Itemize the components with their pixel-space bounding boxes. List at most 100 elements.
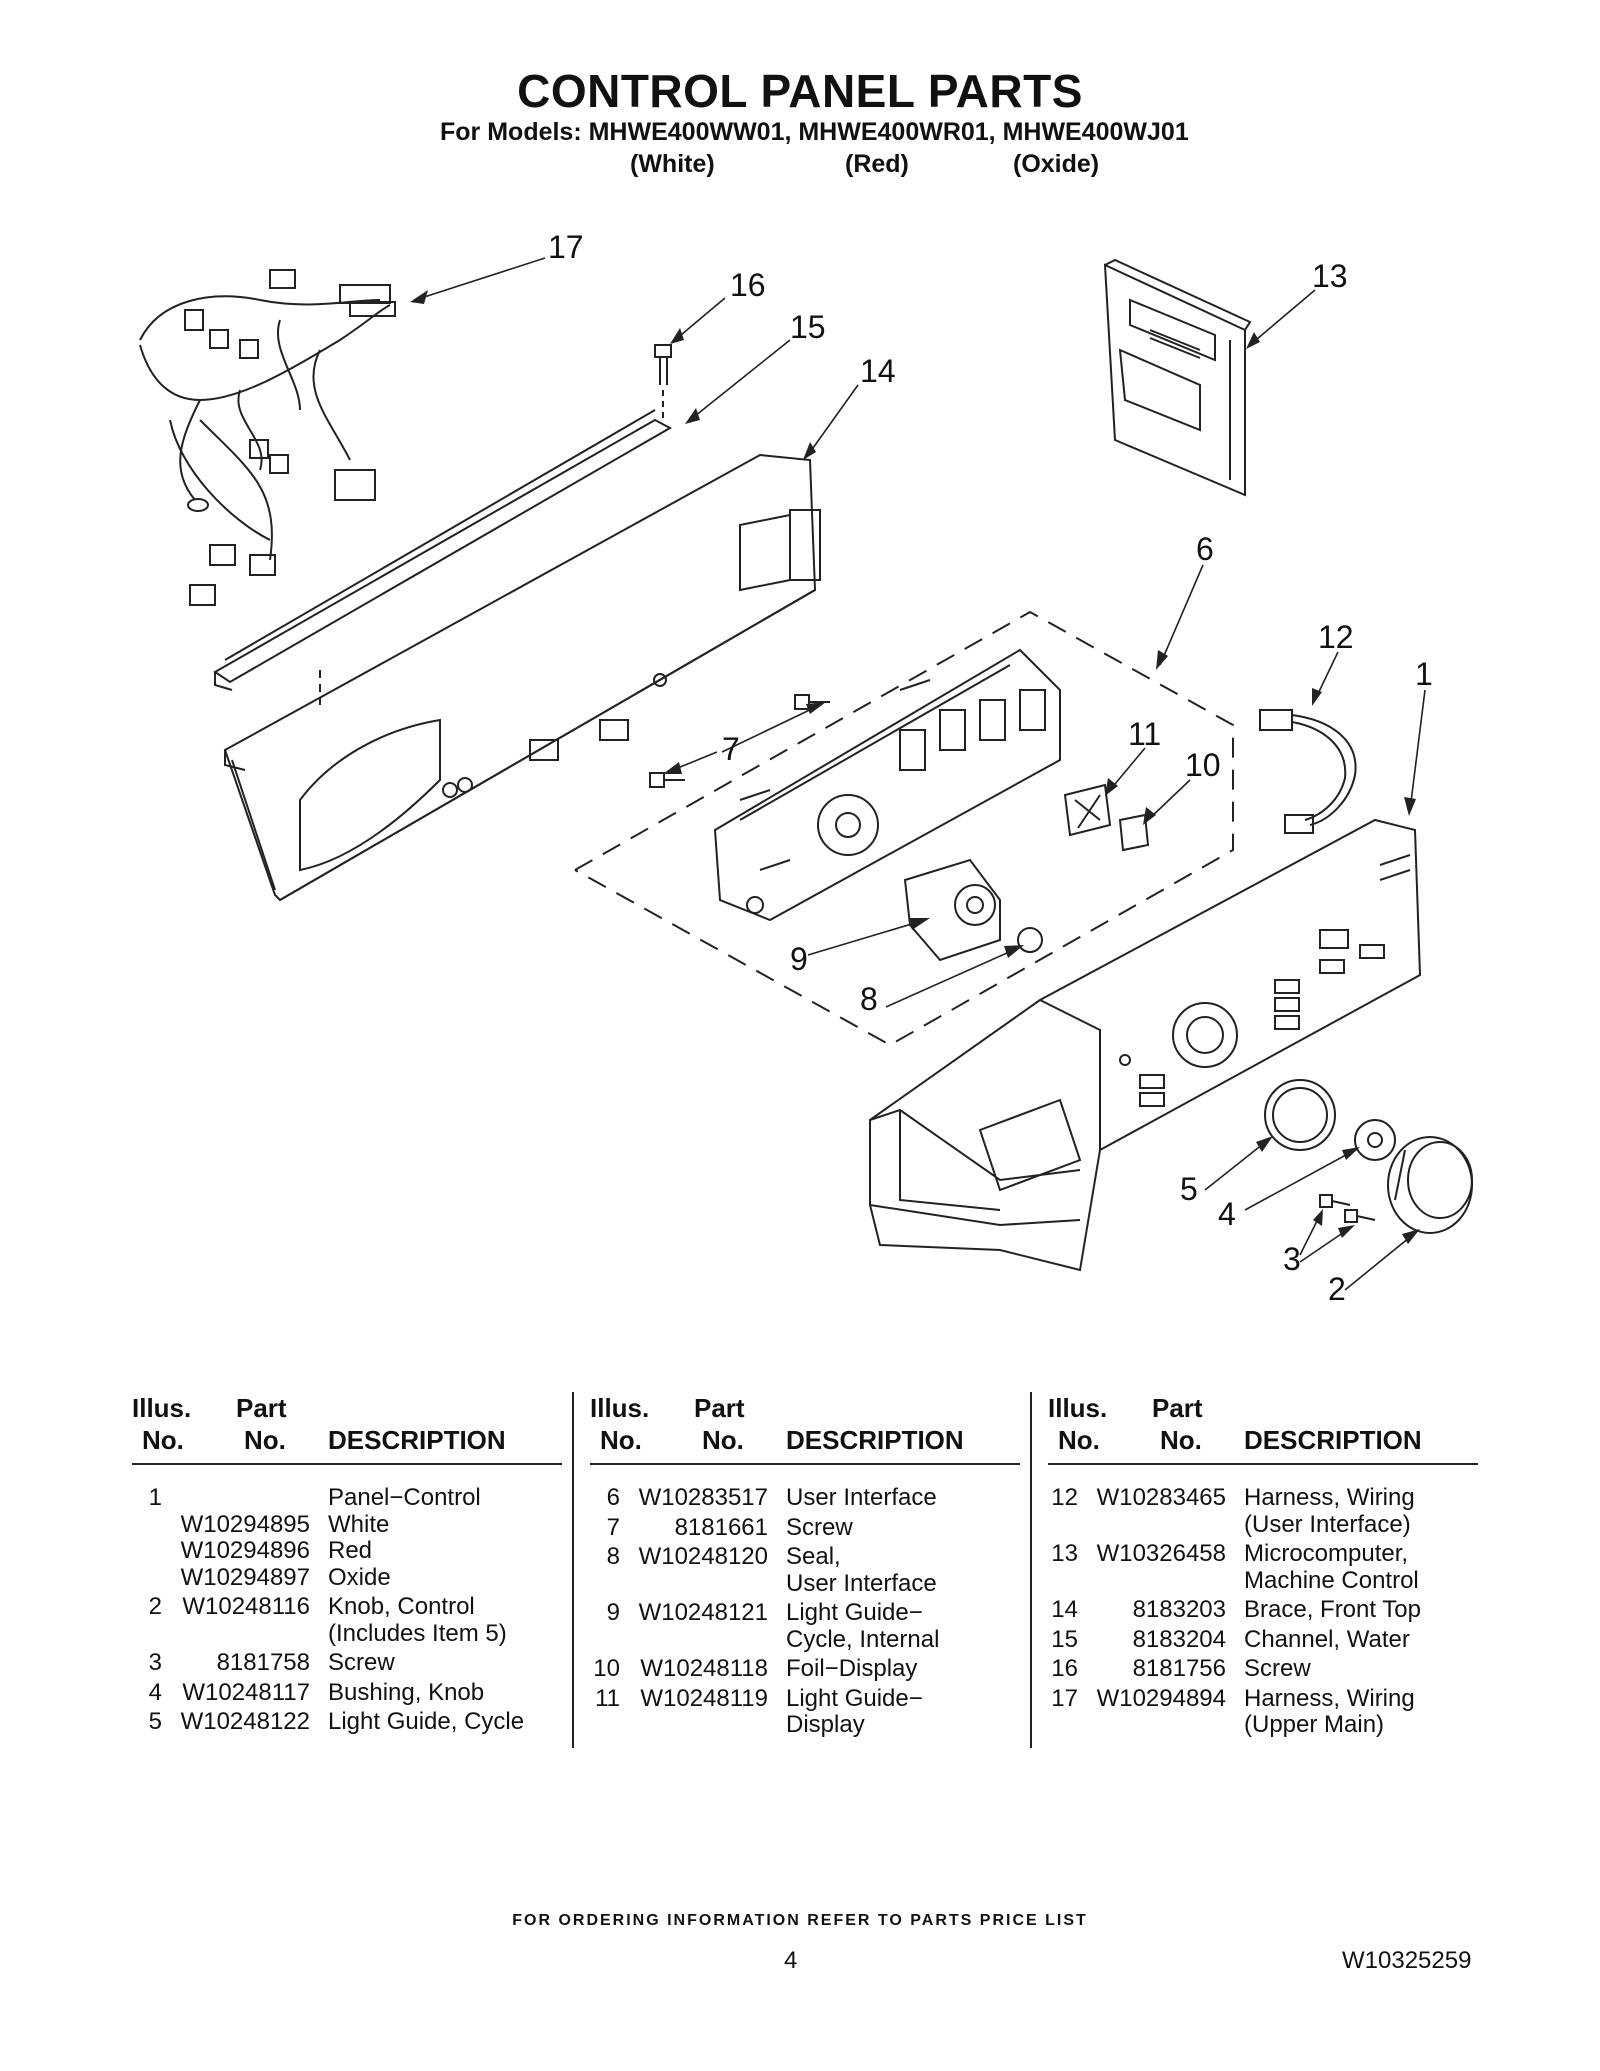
ordering-note: FOR ORDERING INFORMATION REFER TO PARTS … xyxy=(512,1912,1088,1929)
part-description: User Interface xyxy=(786,1484,937,1511)
control-panel xyxy=(869,818,1422,1272)
part-description: Screw xyxy=(328,1649,395,1676)
part-description: Harness, Wiring xyxy=(1244,1684,1415,1712)
part-description: Brace, Front Top xyxy=(1244,1596,1421,1623)
callout-12: 12 xyxy=(1318,619,1354,655)
color-white: (White) xyxy=(630,150,715,178)
part-number: W10283517 xyxy=(638,1484,768,1511)
water-channel xyxy=(213,409,673,691)
harness-user-interface xyxy=(1259,709,1357,834)
header-rule xyxy=(132,1463,562,1465)
header-illus: Illus. xyxy=(132,1393,192,1423)
callout-3: 3 xyxy=(1283,1241,1301,1277)
part-description: User Interface xyxy=(786,1569,937,1597)
illus-number: 1 xyxy=(148,1484,162,1511)
part-description: Screw xyxy=(786,1513,853,1541)
header-part-no: No. xyxy=(244,1425,286,1455)
illus-number: 15 xyxy=(1051,1625,1078,1653)
part-description: Seal, xyxy=(786,1543,841,1570)
part-number: W10248117 xyxy=(182,1678,310,1706)
part-description: (Includes Item 5) xyxy=(328,1619,507,1647)
header-description: DESCRIPTION xyxy=(1244,1425,1422,1455)
part-number: 8183204 xyxy=(1132,1625,1226,1653)
header-description: DESCRIPTION xyxy=(328,1425,506,1455)
callout-15: 15 xyxy=(790,309,826,345)
callout-2: 2 xyxy=(1328,1271,1346,1307)
header-part-no: No. xyxy=(1160,1425,1202,1455)
part-number: W10283465 xyxy=(1096,1484,1226,1511)
knob-control xyxy=(1387,1136,1473,1234)
illus-number: 7 xyxy=(606,1513,620,1541)
screws-3 xyxy=(1319,1194,1376,1223)
header-description: DESCRIPTION xyxy=(786,1425,964,1455)
header-illus-no: No. xyxy=(142,1425,184,1455)
part-description: Oxide xyxy=(328,1563,391,1591)
color-oxide: (Oxide) xyxy=(1013,150,1100,178)
illus-number: 2 xyxy=(148,1593,162,1620)
callout-7: 7 xyxy=(722,731,740,767)
leader-arrowheads xyxy=(410,290,1420,1244)
user-interface xyxy=(713,648,1061,922)
part-description: Bushing, Knob xyxy=(328,1678,485,1706)
header-illus: Illus. xyxy=(590,1393,650,1423)
header-part: Part xyxy=(236,1393,287,1423)
wiring-harness-upper-main xyxy=(139,269,396,606)
part-description: Cycle, Internal xyxy=(786,1625,940,1653)
header-illus-no: No. xyxy=(1058,1425,1100,1455)
part-number: W10248122 xyxy=(180,1708,310,1735)
models-line: For Models: MHWE400WW01, MHWE400WR01, MH… xyxy=(440,118,1189,146)
callout-9: 9 xyxy=(790,941,808,977)
part-description: White xyxy=(328,1510,390,1538)
foil-display xyxy=(1118,813,1150,852)
seal-user-interface xyxy=(1017,927,1043,953)
part-number: W10294896 xyxy=(180,1537,310,1564)
light-guide-cycle-internal xyxy=(903,858,1001,962)
callout-17: 17 xyxy=(548,229,584,265)
bushing-knob xyxy=(1354,1119,1396,1161)
illus-number: 14 xyxy=(1051,1596,1078,1623)
callout-8: 8 xyxy=(860,981,878,1017)
part-number: 8181756 xyxy=(1132,1655,1226,1682)
part-number: 8181758 xyxy=(216,1649,310,1676)
header-illus-no: No. xyxy=(600,1425,642,1455)
part-number: W10248119 xyxy=(640,1684,768,1712)
page-title: CONTROL PANEL PARTS xyxy=(517,65,1083,117)
illus-number: 11 xyxy=(595,1684,620,1712)
callout-16: 16 xyxy=(730,267,766,303)
part-number: W10248120 xyxy=(638,1543,768,1570)
header-rule xyxy=(1048,1463,1478,1465)
part-description: Light Guide, Cycle xyxy=(328,1708,525,1735)
illus-number: 10 xyxy=(593,1655,620,1682)
illus-number: 4 xyxy=(148,1678,162,1706)
header-rule xyxy=(590,1463,1020,1465)
illus-number: 13 xyxy=(1051,1540,1078,1567)
callout-11: 11 xyxy=(1128,716,1161,752)
document-number: W10325259 xyxy=(1342,1947,1472,1974)
callout-1: 1 xyxy=(1415,656,1433,692)
part-description: Display xyxy=(786,1711,865,1738)
part-number: W10248118 xyxy=(640,1655,768,1682)
part-description: Foil−Display xyxy=(786,1655,918,1682)
illus-number: 3 xyxy=(148,1649,162,1676)
microcomputer-machine-control xyxy=(1103,258,1252,497)
illus-number: 17 xyxy=(1051,1684,1078,1712)
part-description: Light Guide− xyxy=(786,1599,923,1626)
part-number: 8183203 xyxy=(1132,1596,1226,1623)
part-description: (User Interface) xyxy=(1244,1510,1411,1538)
screw-16 xyxy=(654,344,672,420)
part-description: Microcomputer, xyxy=(1244,1540,1409,1567)
part-number: 8181661 xyxy=(674,1513,768,1541)
exploded-parts-diagram: 17 16 15 14 13 6 12 1 7 11 10 9 8 5 4 3 … xyxy=(139,229,1473,1307)
part-description: Harness, Wiring xyxy=(1244,1484,1415,1511)
part-description: Light Guide− xyxy=(786,1684,923,1712)
part-number: W10294897 xyxy=(180,1563,310,1591)
part-description: Red xyxy=(328,1537,373,1564)
callout-6: 6 xyxy=(1196,531,1214,567)
part-number: W10294895 xyxy=(180,1510,310,1538)
user-interface-group-outline xyxy=(574,610,1234,1047)
header-illus: Illus. xyxy=(1048,1393,1108,1423)
leader-lines xyxy=(414,257,1426,1291)
callout-14: 14 xyxy=(860,353,896,389)
illus-number: 12 xyxy=(1051,1484,1078,1511)
header-part: Part xyxy=(694,1393,745,1423)
